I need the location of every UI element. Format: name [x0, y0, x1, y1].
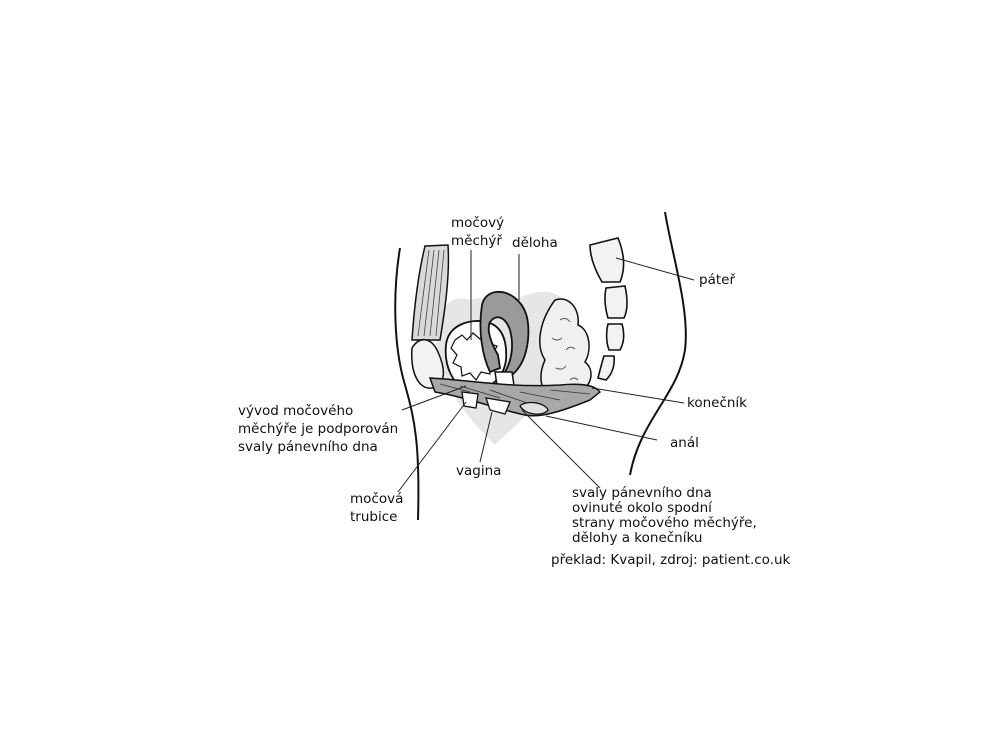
coccyx [597, 355, 615, 381]
label-bladder: močový měchýř [451, 215, 505, 249]
uterus-shape [479, 290, 530, 377]
urethra-shape [461, 391, 479, 409]
pubic-bone [411, 339, 445, 389]
label-pelvic-floor: svaly pánevního dna ovinuté okolo spodní… [572, 485, 757, 546]
label-urethra: močová trubice [350, 491, 404, 525]
label-vagina: vagina [456, 463, 502, 479]
label-uterus: děloha [512, 235, 558, 251]
leader-lines [397, 250, 695, 493]
vaginal-opening [485, 397, 511, 415]
credit-line: překlad: Kvapil, zdroj: patient.co.uk [551, 552, 791, 568]
leader-spine [615, 257, 695, 281]
leader-anus [545, 415, 658, 441]
rectum-shape [539, 298, 592, 399]
leader-pelvic-floor [521, 409, 601, 489]
leader-rectum [591, 387, 685, 404]
label-anus: anál [670, 435, 699, 451]
vertebra-3 [605, 323, 625, 351]
vertebra-1 [589, 237, 625, 283]
abdominal-muscle [411, 244, 450, 341]
label-bladder-neck: vývod močového měchýře je podporován sva… [238, 403, 399, 455]
label-spine: páteř [699, 272, 735, 288]
bowel-contents [551, 317, 579, 381]
leader-bladder-neck [401, 385, 467, 411]
pelvic-floor-striations [439, 383, 591, 405]
label-rectum: konečník [687, 395, 748, 411]
anal-opening [519, 401, 549, 415]
back-body-outline [629, 211, 687, 476]
leader-urethra [397, 401, 467, 493]
muscle-striations [417, 249, 445, 337]
front-body-outline [394, 247, 420, 521]
vertebra-2 [604, 285, 628, 319]
leader-vagina [479, 411, 493, 463]
